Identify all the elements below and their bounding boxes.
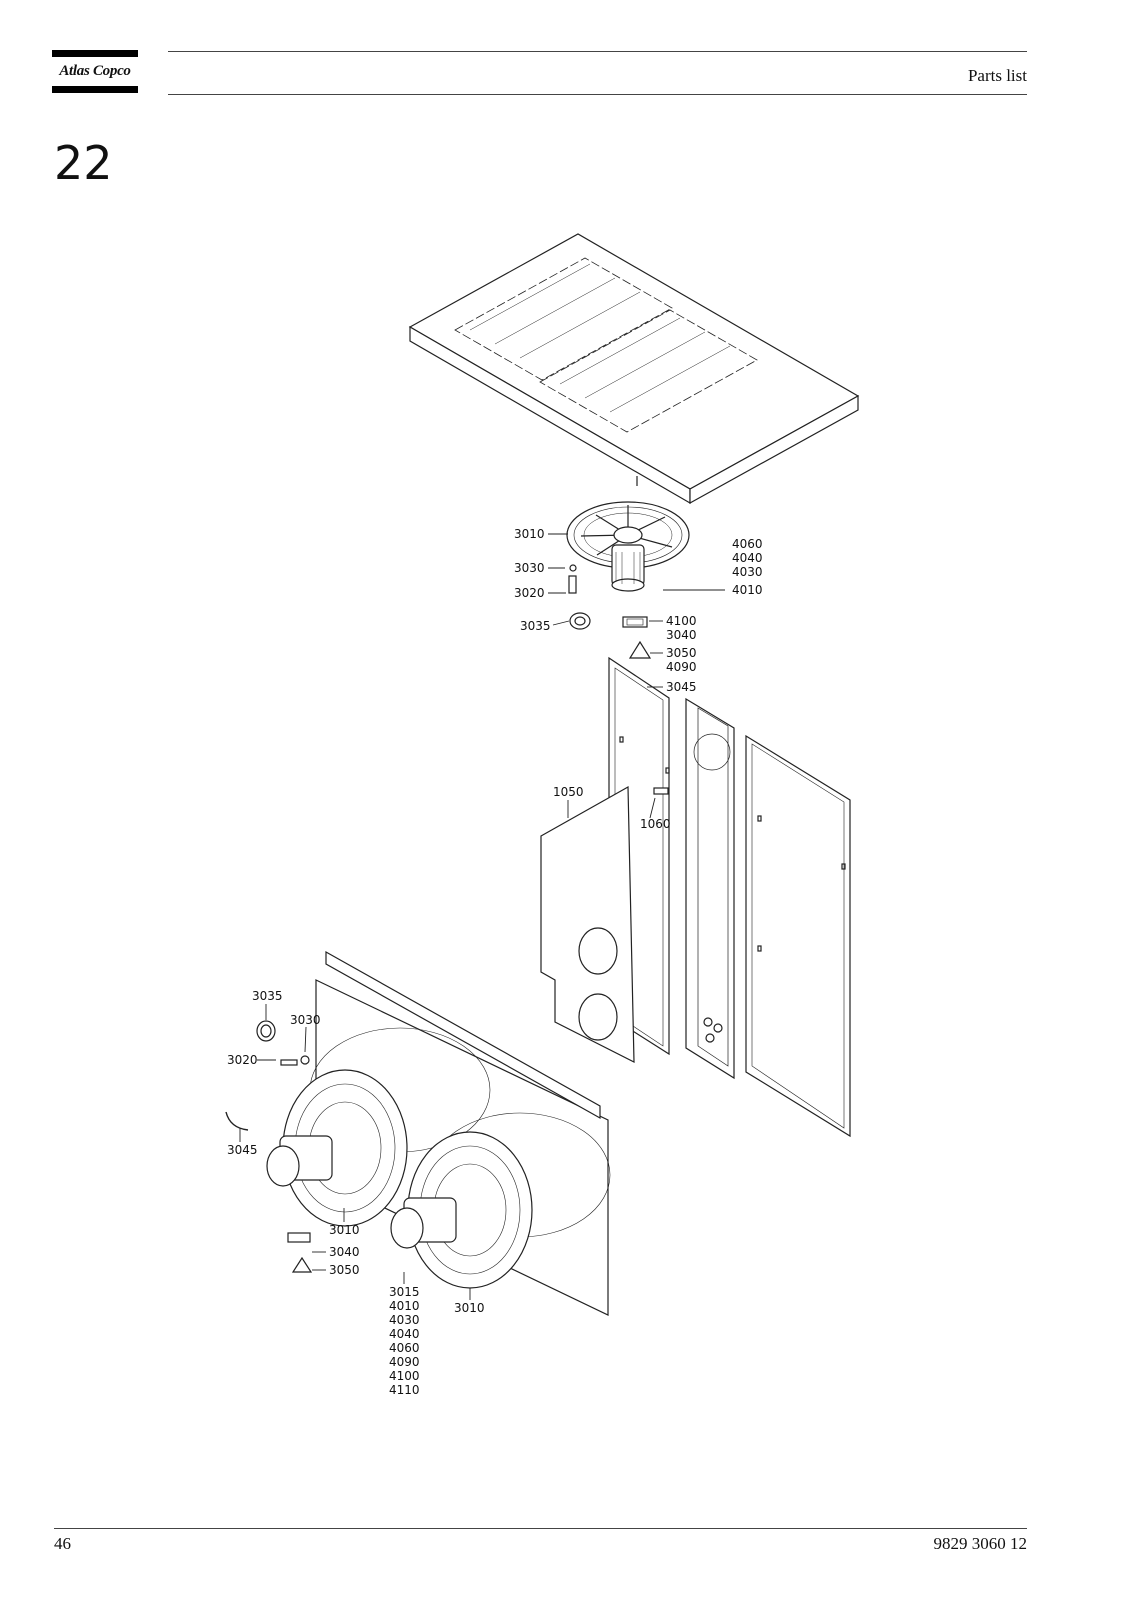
callout-low-3015: 3015	[389, 1285, 420, 1299]
callout-mid-1050: 1050	[553, 785, 584, 799]
callout-top-3040: 3040	[666, 628, 697, 642]
callout-low-3045: 3045	[227, 1143, 258, 1157]
footer-rule	[54, 1528, 1027, 1529]
callout-top-4030: 4030	[732, 565, 763, 579]
callout-top-3045: 3045	[666, 680, 697, 694]
page-number: 46	[54, 1534, 71, 1553]
callout-top-3020: 3020	[514, 586, 545, 600]
callout-low-4060: 4060	[389, 1341, 420, 1355]
lower-fan-right	[390, 1131, 533, 1289]
roof-panel	[408, 233, 860, 505]
header-rule-bottom	[168, 94, 1027, 95]
middle-frame	[685, 697, 735, 1080]
callout-low-4030: 4030	[389, 1313, 420, 1327]
callout-low-3050: 3050	[329, 1263, 360, 1277]
callout-low-3030: 3030	[290, 1013, 321, 1027]
callout-low-4040: 4040	[389, 1327, 420, 1341]
side-door-panel	[745, 734, 851, 1138]
callout-low-3020: 3020	[227, 1053, 258, 1067]
callout-low-3040: 3040	[329, 1245, 360, 1259]
header-rule-top	[168, 51, 1027, 52]
section-number: 22	[54, 136, 113, 190]
callout-top-3035: 3035	[520, 619, 551, 633]
baffle-plate	[540, 785, 635, 1063]
callout-low-3035: 3035	[252, 989, 283, 1003]
callout-low-4100: 4100	[389, 1369, 420, 1383]
callout-top-4090: 4090	[666, 660, 697, 674]
logo-bottom-bar	[52, 86, 138, 93]
callout-low-3010-b: 3010	[454, 1301, 485, 1315]
callout-low-4110: 4110	[389, 1383, 420, 1397]
callout-top-3050: 3050	[666, 646, 697, 660]
atlas-copco-logo: Atlas Copco	[52, 50, 138, 93]
callout-low-3010-a: 3010	[329, 1223, 360, 1237]
callout-low-4090: 4090	[389, 1355, 420, 1369]
callout-labels: 3010 3030 3020 3035 4060 4040 4030 4010 …	[227, 527, 763, 1397]
page-title: Parts list	[967, 66, 1027, 85]
logo-wordmark: Atlas Copco	[59, 63, 131, 79]
callout-top-4040: 4040	[732, 551, 763, 565]
top-fan-assembly	[566, 501, 690, 592]
callout-top-4010: 4010	[732, 583, 763, 597]
callout-top-4100: 4100	[666, 614, 697, 628]
callout-top-4060: 4060	[732, 537, 763, 551]
callout-low-4010: 4010	[389, 1299, 420, 1313]
callout-mid-1060: 1060	[640, 817, 671, 831]
lower-fan-left	[266, 1069, 408, 1227]
logo-top-bar	[52, 50, 138, 57]
callout-top-3030: 3030	[514, 561, 545, 575]
callout-top-3010: 3010	[514, 527, 545, 541]
document-number: 9829 3060 12	[933, 1534, 1028, 1553]
